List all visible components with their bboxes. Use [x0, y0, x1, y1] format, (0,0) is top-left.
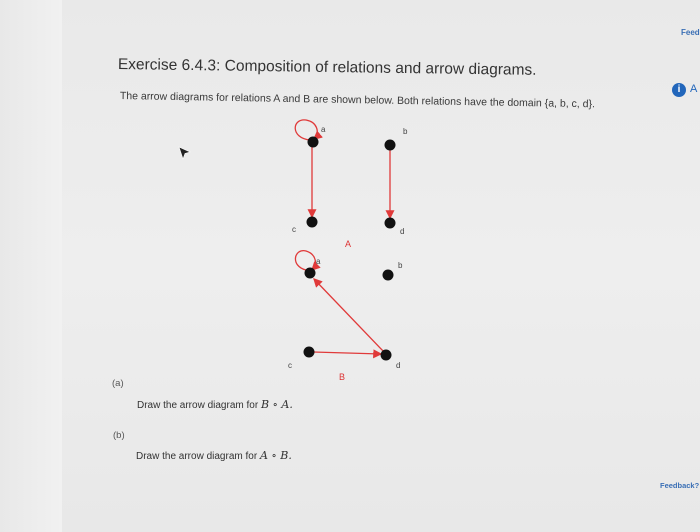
node-a: [304, 267, 316, 279]
part-b-prompt: Draw the arrow diagram for A ∘ B.: [136, 449, 292, 462]
node-b: [382, 269, 394, 281]
relation-label-b: B: [339, 372, 345, 382]
part-a-tag: (a): [112, 378, 124, 389]
feedback-link-bottom[interactable]: Feedback?: [660, 481, 700, 490]
node-c: [303, 346, 315, 358]
node-a: [307, 136, 319, 148]
node-d: [380, 349, 392, 361]
feedback-link-top[interactable]: Feed: [681, 28, 700, 37]
relation-label-a: A: [345, 239, 351, 249]
loop-arrow-b-a: [294, 250, 321, 271]
diagram-a: a b c d A: [292, 119, 408, 249]
part-b-tag: (b): [113, 430, 125, 441]
node-label-a: a: [321, 125, 326, 134]
node-label-b: b: [398, 261, 403, 270]
part-a-prefix: Draw the arrow diagram for: [137, 400, 259, 411]
node-b: [384, 139, 396, 151]
part-a-expression: B ∘ A.: [260, 398, 293, 411]
info-icon[interactable]: i: [672, 83, 686, 97]
loop-arrow-a-a: [294, 119, 323, 141]
left-margin: [0, 0, 62, 532]
node-label-a: a: [316, 257, 321, 266]
node-label-c: c: [292, 225, 296, 234]
content-panel: [62, 0, 700, 532]
part-b-expression: A ∘ B.: [259, 449, 292, 462]
node-label-b: b: [403, 127, 408, 136]
part-b-prefix: Draw the arrow diagram for: [136, 451, 258, 462]
node-c: [306, 216, 318, 228]
info-letter[interactable]: A: [690, 83, 698, 95]
part-a-prompt: Draw the arrow diagram for B ∘ A.: [137, 398, 293, 411]
node-label-c: c: [288, 361, 292, 370]
arrow-d-a: [313, 278, 385, 353]
node-label-d: d: [400, 227, 404, 236]
node-d: [384, 217, 396, 229]
node-label-d: d: [396, 361, 400, 370]
diagram-b: a b c d B: [288, 250, 403, 382]
arrow-c-d: [312, 349, 383, 359]
mouse-cursor-icon: [178, 146, 191, 160]
